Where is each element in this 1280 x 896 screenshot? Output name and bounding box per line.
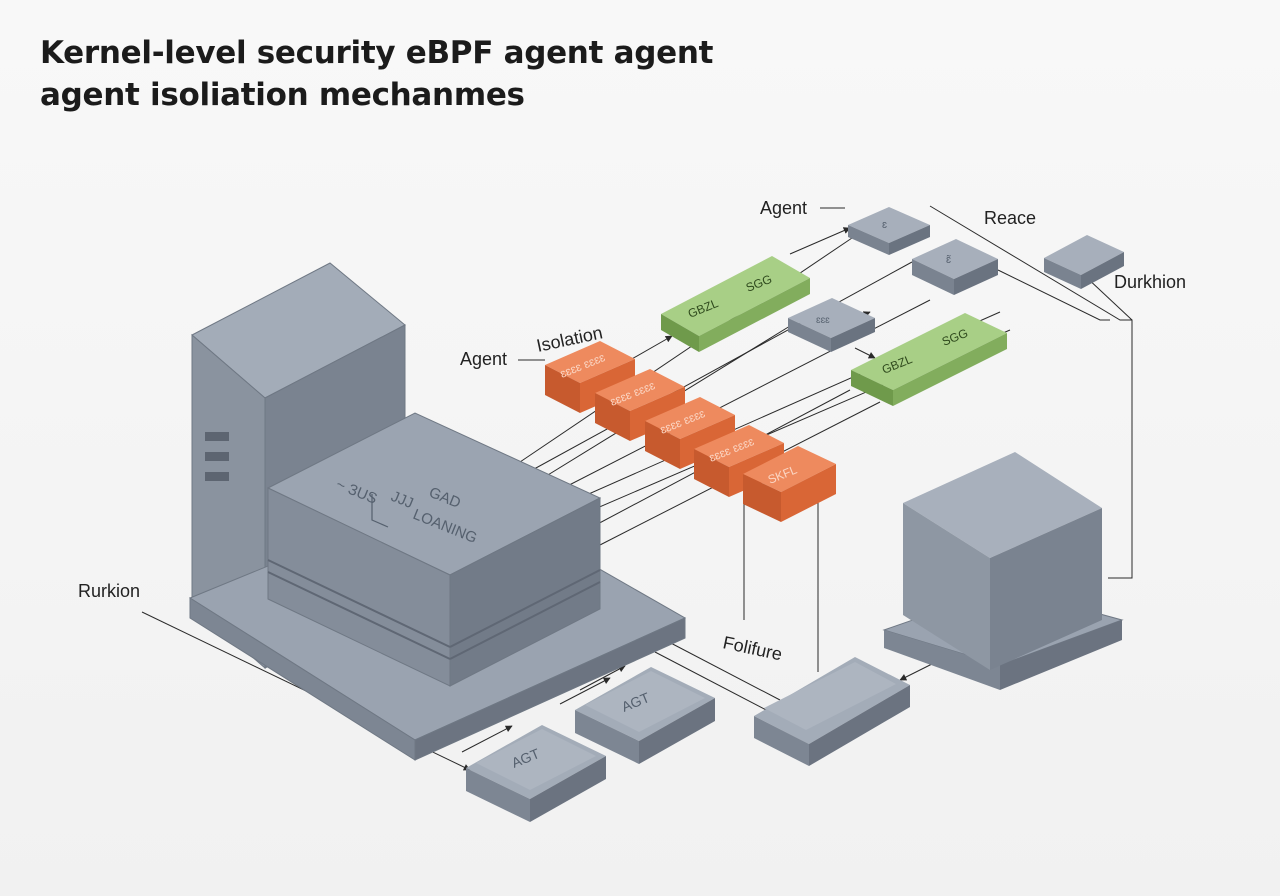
vent-slot — [205, 452, 229, 461]
gray-agent-block — [1044, 235, 1124, 289]
orange-isolation-blocks: ɛɛɛɛ ɛɛɛɛ ɛɛɛɛ ɛɛɛɛ ɛɛɛɛ ɛɛɛɛ ɛɛɛɛ ɛɛɛɛ — [545, 341, 836, 522]
vent-slot — [205, 432, 229, 441]
kernel-block: ~ ЗUS JJJ GAD LOANING — [266, 412, 602, 687]
orange-block: SKFL — [743, 446, 836, 522]
label-rurkion: Rurkion — [78, 581, 140, 601]
agt-block: AGT — [575, 667, 715, 764]
folifure-block — [754, 657, 910, 766]
green-block: GBZL SGG — [661, 256, 810, 352]
label-agent-left: Agent — [460, 349, 507, 369]
label-durkhion: Durkhion — [1114, 272, 1186, 292]
green-block: GBZL SGG — [851, 313, 1007, 406]
gray-agent-block: ɛɛɛ — [788, 298, 875, 352]
agt-block: AGT — [466, 725, 606, 822]
diagram-title: Kernel-level security eBPF agent agent a… — [40, 32, 713, 116]
gray-block-text: ɛ̃ — [946, 254, 951, 266]
label-folifure: Folifure — [721, 632, 784, 664]
label-agent-top: Agent — [760, 198, 807, 218]
gray-agent-block: ɛ̃ — [912, 239, 998, 295]
orange-block: ɛɛɛɛ ɛɛɛɛ — [595, 369, 685, 441]
orange-block: ɛɛɛɛ ɛɛɛɛ — [645, 397, 735, 469]
orange-block: ɛɛɛɛ ɛɛɛɛ — [545, 341, 635, 413]
title-line-1: Kernel-level security eBPF agent agent — [40, 35, 714, 71]
gray-block-text: ɛɛɛ — [816, 315, 830, 326]
gray-agent-block: ɛ — [848, 207, 930, 255]
title-line-2: agent isoliation mechanmes — [40, 77, 525, 113]
label-reace: Reace — [984, 208, 1036, 228]
vent-slot — [205, 472, 229, 481]
gray-block-text: ɛ — [882, 219, 887, 231]
right-cube — [882, 452, 1124, 690]
